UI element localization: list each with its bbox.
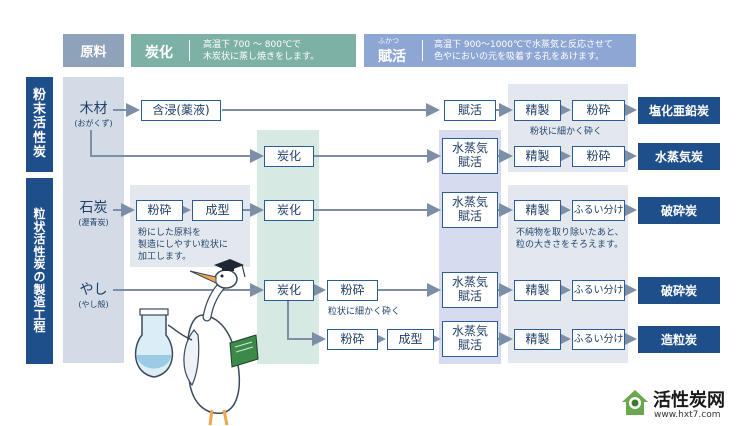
- sieve-box: ふるい分け: [572, 280, 625, 301]
- product-crushed: 破砕炭: [638, 197, 720, 224]
- header-activation-desc: 高温下 900～1000℃で水蒸気と反応させて 色やにおいの元を吸着する孔をあけ…: [434, 40, 614, 63]
- side-label-granular: 粒 状 活 性 炭 の 製 造 工 程: [26, 178, 53, 364]
- sieve-box: ふるい分け: [572, 200, 625, 221]
- grain-prep-panel: [130, 185, 250, 267]
- impregnation-box: 含浸(薬液): [141, 100, 221, 121]
- steam-activate-box: 水蒸気 賦活: [442, 272, 498, 308]
- header-activation-label: 賦活: [378, 49, 406, 65]
- refine-box: 精製: [514, 280, 561, 301]
- raw-wood-reading: (おがくず): [74, 119, 113, 128]
- crush-box: 粉砕: [572, 100, 625, 121]
- sieve-box: ふるい分け: [572, 329, 625, 350]
- forming-box: 成型: [192, 200, 243, 221]
- forming-box: 成型: [387, 329, 434, 350]
- carbonize-box: 炭化: [264, 280, 314, 301]
- header-carbonization-desc: 高温下 700 ～ 800℃で 木炭状に蒸し焼きをします。: [203, 40, 320, 63]
- raw-coal-name: 石炭: [79, 200, 108, 216]
- steam-activate-box: 水蒸気 賦活: [442, 138, 498, 174]
- header-raw-material-label: 原料: [80, 45, 107, 60]
- header-carbonization: 炭化 高温下 700 ～ 800℃で 木炭状に蒸し焼きをします。: [131, 34, 356, 67]
- raw-wood: 木材 (おがくず): [63, 98, 124, 129]
- steam-activate-box: 水蒸気 賦活: [442, 321, 498, 357]
- raw-coconut-name: やし: [79, 282, 108, 298]
- easy-grain-note: 粉にした原料を 製造にしやすい粒状に 加工します。: [138, 228, 228, 263]
- activate-box: 賦活: [444, 100, 496, 121]
- crush-box: 粉砕: [572, 146, 625, 167]
- impurity-note: 不純物を取り除いたあと、 粒の大きさをそろえます。: [516, 228, 624, 251]
- side-label-powder: 粉 末 活 性 炭: [26, 77, 53, 172]
- crush-box: 粉砕: [327, 329, 378, 350]
- raw-coconut-reading: (やし殻): [78, 300, 109, 309]
- crush-box: 粉砕: [327, 280, 378, 301]
- fine-powder-note: 粉状に細かく砕く: [530, 127, 603, 137]
- crush-box: 粉砕: [136, 200, 183, 221]
- header-carbonization-label: 炭化: [145, 45, 173, 61]
- arrow-wood-carbonize: [90, 130, 264, 163]
- grain-crush-note: 粒状に細かく砕く: [328, 307, 401, 317]
- refine-box: 精製: [514, 329, 561, 350]
- refine-box: 精製: [514, 100, 561, 121]
- header-activation-ruby: ふかつ: [378, 37, 399, 45]
- refine-box: 精製: [514, 200, 561, 221]
- carbonize-box: 炭化: [264, 200, 314, 221]
- raw-coconut: やし (やし殻): [63, 279, 124, 310]
- header-divider: [189, 40, 190, 61]
- product-steam: 水蒸気炭: [638, 143, 720, 170]
- steam-activate-box: 水蒸気 賦活: [442, 192, 498, 228]
- raw-wood-name: 木材: [79, 101, 108, 117]
- watermark: 活性炭网 www.hxt7.com: [620, 386, 742, 424]
- product-crushed: 破砕炭: [638, 277, 720, 304]
- refine-box: 精製: [514, 146, 561, 167]
- tree-house-logo-icon: [622, 390, 648, 415]
- watermark-title: 活性炭网: [653, 390, 725, 411]
- arrow-carbonize-crush-lower: [287, 300, 326, 346]
- raw-material-panel: [63, 77, 124, 363]
- header-activation: ふかつ 賦活 高温下 900～1000℃で水蒸気と反応させて 色やにおいの元を吸…: [364, 34, 636, 67]
- product-granulated: 造粒炭: [638, 326, 720, 353]
- carbonize-box: 炭化: [264, 146, 314, 167]
- stork-mascot-illustration: [134, 259, 259, 426]
- header-divider: [422, 40, 423, 61]
- watermark-url: www.hxt7.com: [654, 410, 721, 420]
- product-zinc-chloride: 塩化亜鉛炭: [638, 97, 720, 124]
- raw-coal: 石炭 (瀝青炭): [63, 197, 124, 228]
- raw-coal-reading: (瀝青炭): [78, 218, 109, 227]
- header-raw-material: 原料: [63, 34, 124, 67]
